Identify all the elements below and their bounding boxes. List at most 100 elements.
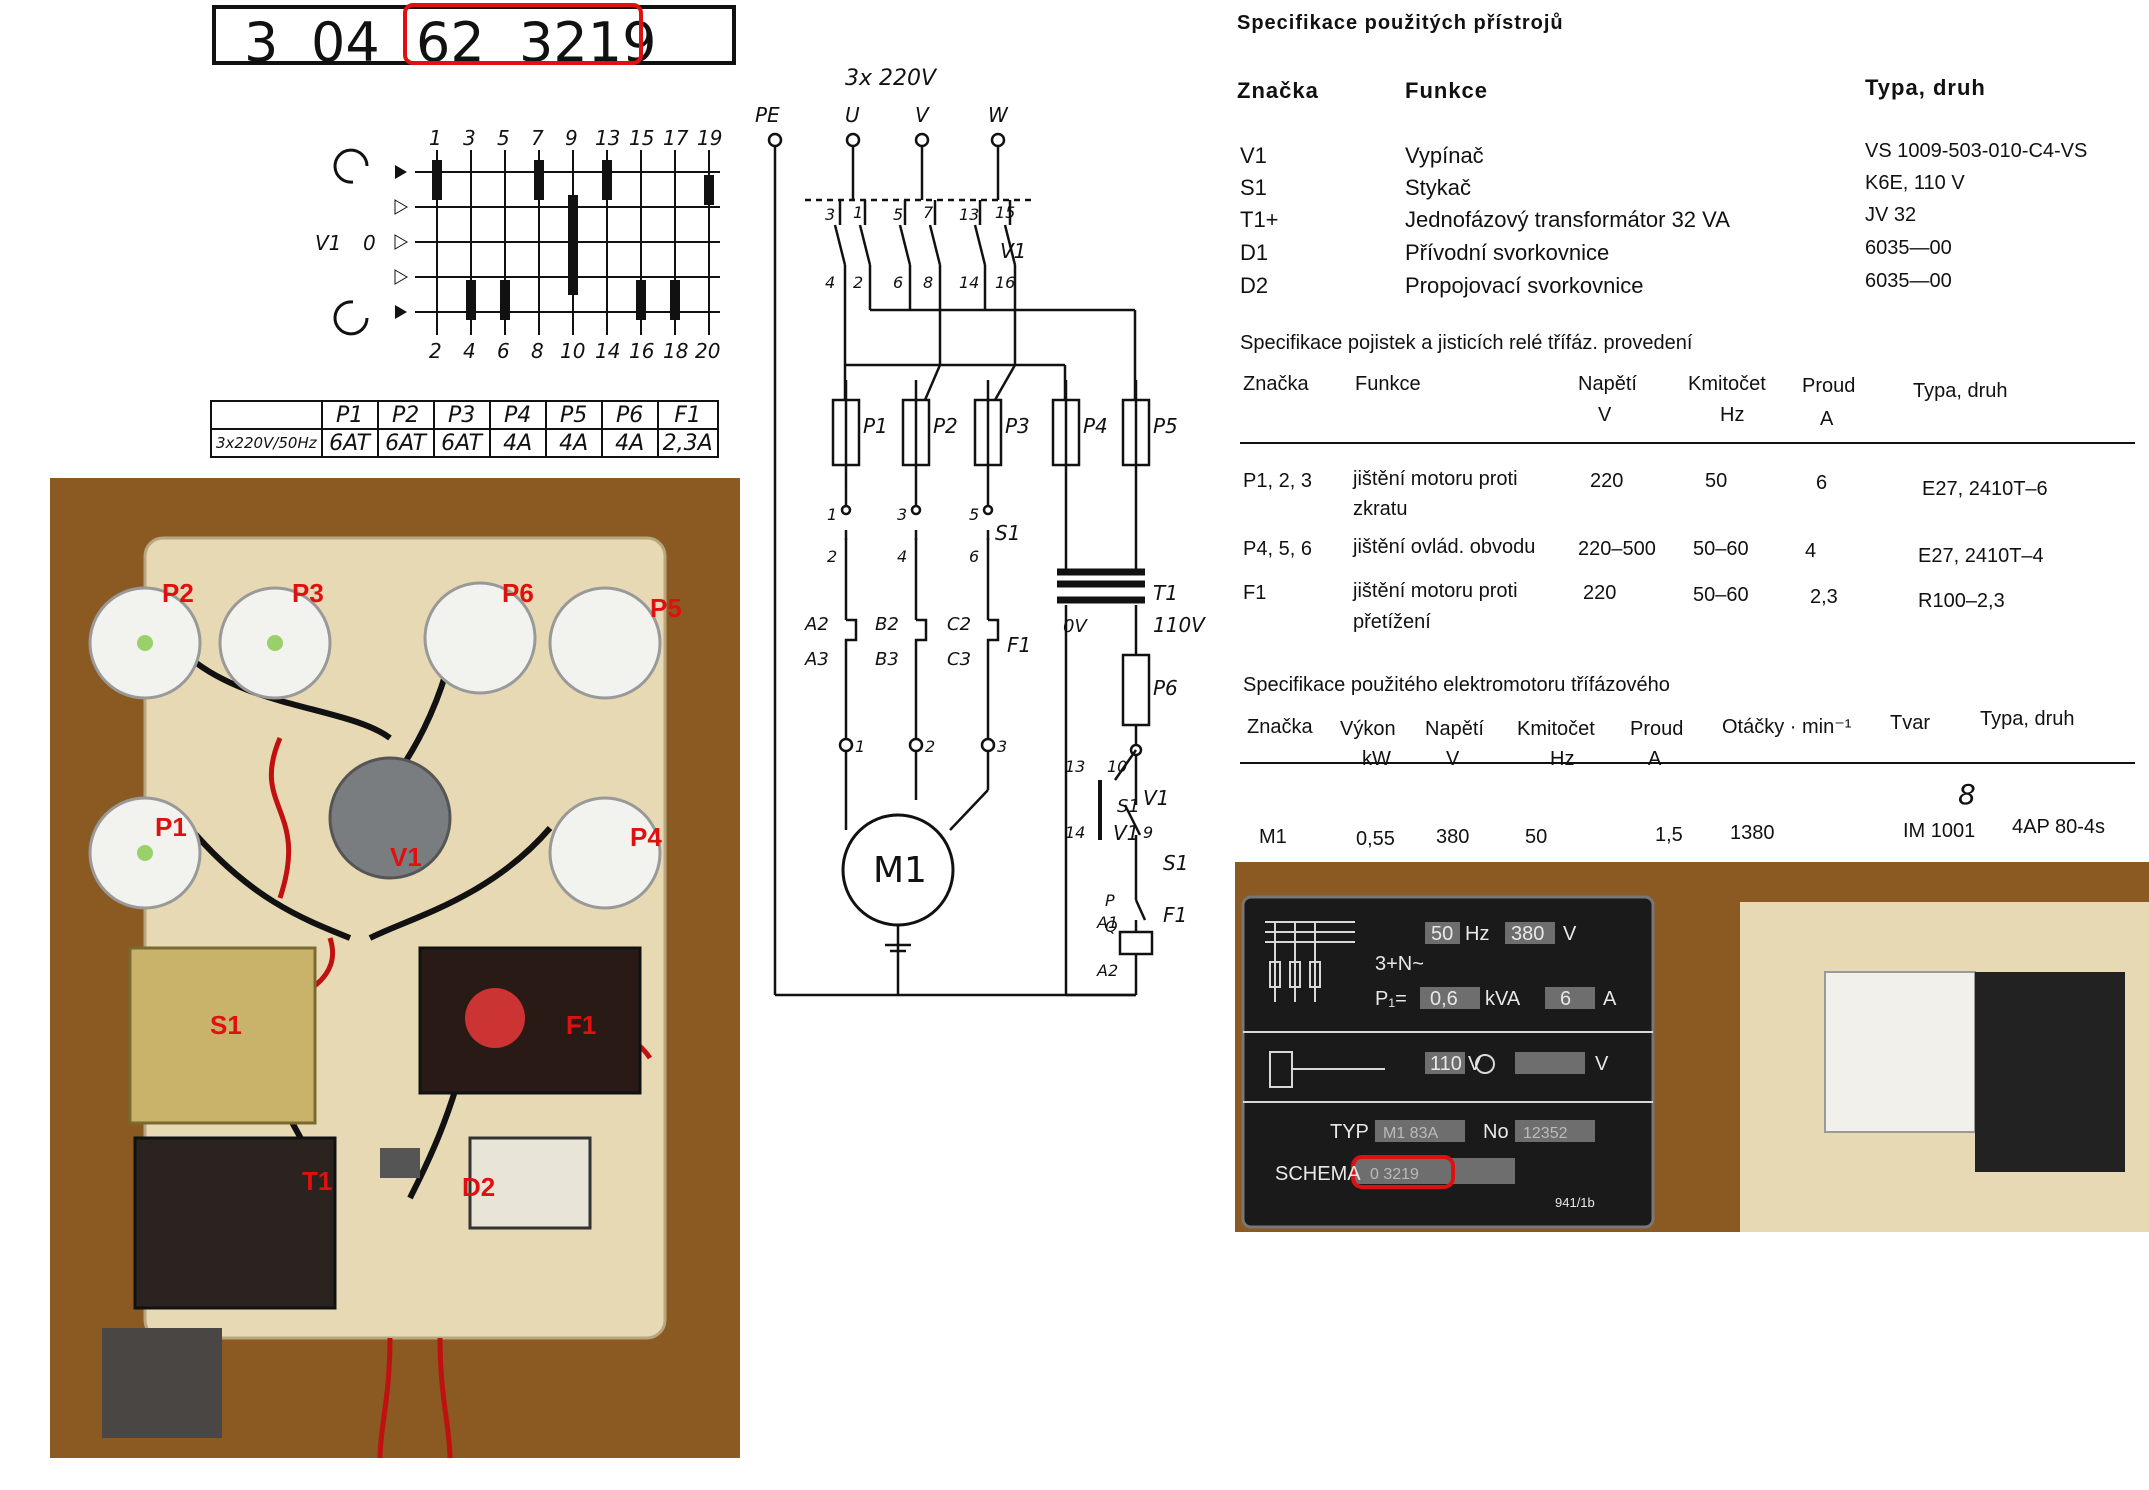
rating-header: P6 — [600, 400, 659, 430]
fuse-row-voltage: 220–500 — [1578, 538, 1656, 560]
fuse-out-terminal: 3 — [897, 505, 907, 524]
fuse-row-function: jištění ovlád. obvodu — [1353, 536, 1536, 558]
overload-terminal: C2 — [947, 614, 971, 635]
photo-label-p2: P2 — [162, 578, 194, 608]
fuse-row-type: E27, 2410T–4 — [1918, 545, 2044, 567]
fuse-row-function: jištění motoru proti — [1353, 468, 1518, 490]
device-mark: D1 — [1240, 240, 1269, 265]
rating-row-label: 3x220V/50Hz — [210, 428, 323, 458]
switch-label: V1 — [1000, 239, 1026, 263]
motor-title: Specifikace použitého elektromotoru tříf… — [1243, 674, 1670, 696]
transformer-label: T1 — [1153, 581, 1178, 605]
switch-position-diagram: V1 0 1 3 5 7 9 13 15 17 19 2 4 6 8 10 14… — [315, 126, 722, 363]
rating-value: 6AT — [320, 428, 379, 458]
motor-header: Otáčky · min⁻¹ — [1722, 716, 1852, 738]
nameplate-ctrl-unit: V — [1468, 1053, 1482, 1075]
nameplate-freq: 50 — [1431, 923, 1453, 945]
motor-value: M1 — [1259, 826, 1287, 848]
control-contact: 13 — [1065, 757, 1085, 776]
device-mark: S1 — [1240, 175, 1267, 200]
motor-header: Tvar — [1890, 712, 1930, 734]
bottom-number: 4 — [463, 339, 476, 363]
control-contact: A1 — [1096, 913, 1118, 932]
motor-terminal: 1 — [855, 737, 865, 756]
fuses-header-rule — [1240, 442, 2135, 444]
devices-header-type: Typa, druh — [1865, 75, 1986, 100]
motor-unit: kW — [1362, 748, 1391, 770]
fuse-row-voltage: 220 — [1583, 582, 1617, 604]
device-type: K6E, 110 V — [1865, 172, 1965, 194]
rating-value: 4A — [600, 428, 659, 458]
fuse-out-terminal: 1 — [827, 505, 837, 524]
bottom-number: 10 — [560, 339, 585, 363]
top-number: 13 — [595, 126, 620, 150]
fuse-row-type: E27, 2410T–6 — [1922, 478, 2048, 500]
device-function: Přívodní svorkovnice — [1405, 240, 1610, 265]
motor-value: 1380 — [1730, 822, 1775, 844]
contactor-terminal: 4 — [897, 547, 907, 566]
top-number: 19 — [697, 126, 722, 150]
fuse-row-current: 2,3 — [1810, 586, 1838, 608]
code-highlight-frame — [403, 3, 643, 65]
rating-value: 6AT — [376, 428, 435, 458]
rating-value: 4A — [544, 428, 603, 458]
contact-number: 15 — [995, 203, 1015, 222]
motor-unit: A — [1648, 748, 1662, 770]
bottom-number: 2 — [429, 339, 442, 363]
fuse-label: P4 — [1083, 414, 1108, 438]
fuses-header: Značka — [1243, 373, 1309, 395]
switch-label: V1 — [315, 231, 341, 255]
fuse-row-freq: 50–60 — [1693, 584, 1749, 606]
contact-number: 13 — [959, 205, 979, 224]
terminal-label: V — [915, 103, 930, 127]
photo-label-p4: P4 — [630, 822, 662, 852]
motor-unit: V — [1446, 748, 1460, 770]
nameplate-footer: 941/1b — [1555, 1195, 1595, 1210]
device-mark: T1+ — [1240, 207, 1279, 232]
nameplate-freq-unit: Hz — [1465, 923, 1489, 945]
rating-value: 2,3A — [656, 428, 719, 458]
photo-label-d2: D2 — [462, 1172, 496, 1202]
nameplate-voltage: 380 — [1511, 923, 1544, 945]
fuse-label: P5 — [1153, 414, 1178, 438]
terminal-label: W — [988, 103, 1009, 127]
contact-number: 14 — [959, 273, 979, 292]
devices-header-mark: Značka — [1237, 78, 1319, 103]
wiring-schematic: 3x 220V PE U V W 3 1 5 7 13 15 4 2 6 8 1… — [755, 66, 1206, 997]
device-function: Propojovací svorkovnice — [1405, 273, 1644, 298]
supply-label: 3x 220V — [845, 66, 938, 91]
control-contact: 14 — [1065, 823, 1085, 842]
motor-unit: Hz — [1550, 748, 1575, 770]
motor-header-rule — [1240, 762, 2135, 764]
nameplate-photo: 50 Hz 380 V 3+N~ P₁= 0,6 kVA 6 A 110 V V… — [1235, 862, 2149, 1232]
nameplate-ctrl-voltage: 110 — [1430, 1053, 1462, 1075]
fuse-row-mark: P4, 5, 6 — [1243, 538, 1312, 560]
control-contactor-label: S1 — [1117, 796, 1140, 817]
bottom-number: 14 — [595, 339, 620, 363]
fuses-unit: Hz — [1720, 404, 1745, 426]
contactor-terminal: 2 — [827, 547, 837, 566]
motor-header: Typa, druh — [1980, 708, 2075, 730]
control-contactor-label: S1 — [1163, 851, 1188, 875]
control-contact: Q — [1105, 917, 1118, 936]
nameplate-ctrl-unit-2: V — [1595, 1053, 1609, 1075]
contact-number: 3 — [825, 205, 835, 224]
motor-value: 1,5 — [1655, 824, 1683, 846]
contact-number: 2 — [853, 273, 863, 292]
bottom-number: 6 — [497, 339, 510, 363]
device-mark: D2 — [1240, 273, 1269, 298]
top-number: 7 — [531, 126, 544, 150]
motor-value: 0,55 — [1356, 828, 1395, 850]
rating-value: 6AT — [432, 428, 491, 458]
device-function: Stykač — [1405, 175, 1472, 200]
overload-terminal: A2 — [804, 614, 829, 635]
motor-header: Napětí — [1425, 718, 1484, 740]
rating-header: P2 — [376, 400, 435, 430]
bottom-number: 8 — [531, 339, 544, 363]
motor-header: Kmitočet — [1517, 718, 1595, 740]
fuse-out-terminal: 5 — [969, 505, 979, 524]
contact-number: 6 — [893, 273, 903, 292]
contact-number: 16 — [995, 273, 1015, 292]
nameplate-power-unit: kVA — [1485, 988, 1521, 1010]
terminal-label: U — [845, 103, 860, 127]
